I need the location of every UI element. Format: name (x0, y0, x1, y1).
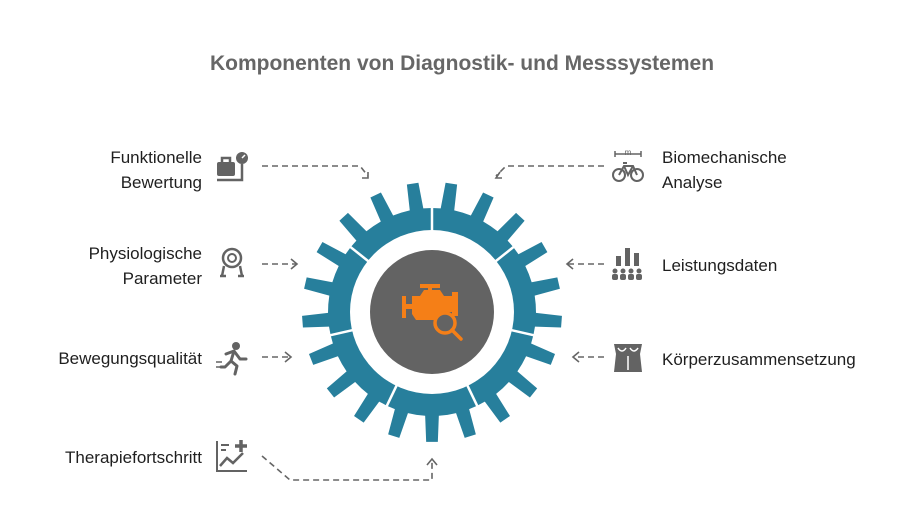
gear-segment-divider (493, 241, 521, 264)
gear-segment-divider (343, 241, 371, 264)
body-torso-icon (614, 344, 642, 372)
progress-chart-icon (216, 440, 247, 472)
gear-segment-divider (465, 383, 482, 414)
label-line: Analyse (662, 173, 723, 192)
label-line: Parameter (122, 269, 202, 288)
diagram-title: Komponenten von Diagnostik- und Messsyst… (209, 52, 715, 75)
label-physiologische-parameter: Physiologische Parameter (89, 241, 202, 291)
gear-segment-divider (322, 328, 355, 339)
scale-weight-icon (217, 152, 248, 182)
connector-therapie (261, 455, 433, 481)
label-line: Biomechanische (662, 148, 787, 167)
connectors (261, 165, 604, 481)
label-biomechanische-analyse: Biomechanische Analyse (662, 145, 787, 195)
gear-segment-divider (382, 383, 399, 414)
label-funktionelle-bewertung: Funktionelle Bewertung (110, 145, 202, 195)
label-line: Physiologische (88, 244, 202, 263)
heart-rate-monitor-icon (220, 247, 244, 278)
svg-text:m: m (625, 148, 632, 157)
label-leistungsdaten: Leistungsdaten (662, 256, 778, 275)
connector-biomechanisch (495, 165, 604, 177)
label-koerperzusammensetzung: Körperzusammensetzung (662, 350, 856, 369)
running-person-icon (216, 342, 248, 376)
label-line: Bewertung (120, 173, 202, 192)
label-therapiefortschritt: Therapiefortschritt (65, 448, 202, 467)
bicycle-measure-icon: m (612, 148, 644, 182)
engine-search-icon (402, 284, 463, 341)
label-line: Funktionelle (110, 148, 202, 167)
gear-segment-divider (509, 328, 542, 339)
connector-funktionelle (262, 165, 369, 177)
performance-bars-icon (612, 248, 642, 280)
arrowheads (284, 171, 580, 466)
label-bewegungsqualitaet: Bewegungsqualität (58, 349, 202, 368)
